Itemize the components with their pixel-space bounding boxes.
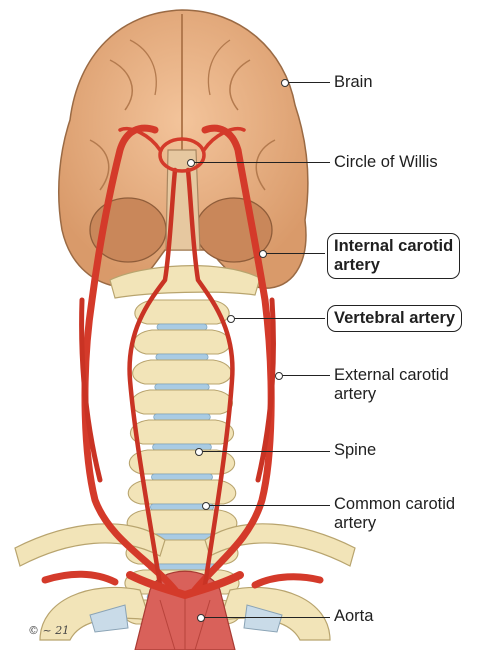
label-vertebral-artery: Vertebral artery (327, 305, 463, 332)
intervertebral-disc (156, 323, 208, 331)
intervertebral-disc (151, 473, 213, 481)
vertebra (134, 299, 230, 325)
leader-vertebral (230, 318, 325, 320)
pointer-dot (227, 315, 235, 323)
leader-common-carotid (205, 505, 330, 507)
vertebra (127, 479, 237, 505)
label-brain: Brain (334, 73, 373, 91)
intervertebral-disc (153, 413, 211, 421)
label-common-carotid-artery: Common carotid artery (334, 495, 456, 532)
leader-internal-carotid (262, 253, 325, 255)
arteries (41, 124, 324, 600)
leader-aorta (200, 617, 330, 619)
vertebra (133, 329, 231, 355)
pointer-dot (202, 502, 210, 510)
brain-shape (58, 9, 309, 289)
pointer-dot (187, 159, 195, 167)
pointer-dot (259, 250, 267, 258)
vertebra (131, 389, 233, 415)
label-internal-carotid-artery: Internal carotid artery (327, 233, 461, 279)
leader-external-carotid (278, 375, 330, 377)
pointer-dot (275, 372, 283, 380)
label-aorta: Aorta (334, 607, 374, 625)
pointer-dot (281, 79, 289, 87)
pointer-dot (195, 448, 203, 456)
vertebra (130, 419, 234, 445)
intervertebral-disc (155, 353, 209, 361)
vertebra (128, 449, 236, 475)
label-circle-of-willis: Circle of Willis (334, 153, 438, 171)
vertebra (132, 359, 232, 385)
artist-signature: © ~ 21 (28, 624, 70, 637)
intervertebral-disc (152, 443, 212, 451)
intervertebral-disc (154, 383, 210, 391)
leader-circle-of-willis (190, 162, 330, 164)
leader-spine (198, 451, 330, 453)
label-spine: Spine (334, 441, 377, 459)
pointer-dot (197, 614, 205, 622)
leader-brain (284, 82, 330, 84)
label-external-carotid-artery: External carotid artery (334, 366, 449, 403)
